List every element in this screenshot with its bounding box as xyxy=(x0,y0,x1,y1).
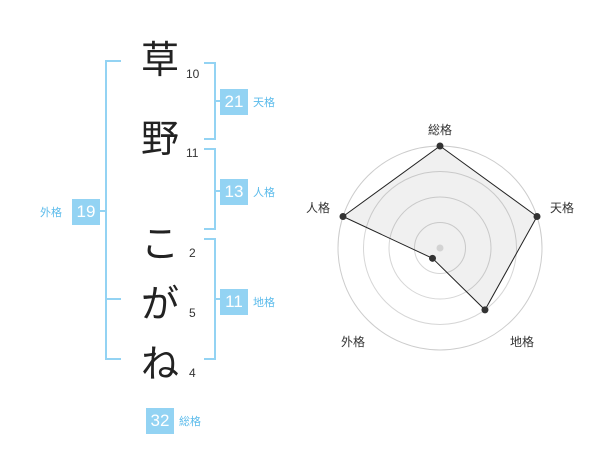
gaikaku-inner-tick xyxy=(105,298,121,300)
name-char-3: こ xyxy=(140,222,179,266)
radar-point-5 xyxy=(339,212,347,220)
radar-axis-label-gaikaku: 外格 xyxy=(341,334,365,349)
radar-point-2 xyxy=(533,212,541,220)
fortune-radar-chart: 総格 天格 地格 外格 人格 xyxy=(306,122,574,351)
radar-ring xyxy=(363,171,517,325)
stroke-count-2: 11 xyxy=(186,146,199,160)
tenkaku-value: 21 xyxy=(220,89,248,115)
radar-point-1 xyxy=(436,142,444,150)
tenkaku-bracket-tick xyxy=(216,100,220,102)
jinkaku-value: 13 xyxy=(220,179,248,205)
name-char-2: 野 xyxy=(140,117,179,161)
radar-axis-label-jinkaku: 人格 xyxy=(306,200,330,215)
soukaku-value: 32 xyxy=(146,408,174,434)
chikaku-value: 11 xyxy=(220,289,248,315)
chikaku-bracket-tick xyxy=(216,298,220,300)
soukaku-label: 総格 xyxy=(179,415,201,428)
jinkaku-bracket-tick xyxy=(216,190,220,192)
radar-data-polygon xyxy=(342,145,538,311)
name-char-1: 草 xyxy=(140,38,179,82)
gaikaku-bracket xyxy=(105,60,121,360)
stroke-count-3: 2 xyxy=(189,246,196,260)
name-char-5: ね xyxy=(140,342,179,386)
tenkaku-bracket xyxy=(204,62,216,140)
name-char-4: が xyxy=(140,282,179,326)
gaikaku-bracket-tick xyxy=(100,210,105,212)
jinkaku-bracket xyxy=(204,148,216,230)
radar-axis-label-soukaku: 総格 xyxy=(428,122,452,137)
radar-axis-label-tenkaku: 天格 xyxy=(550,200,574,215)
stroke-count-4: 5 xyxy=(189,306,196,320)
jinkaku-label: 人格 xyxy=(253,186,275,199)
radar-point-3 xyxy=(481,306,489,314)
stroke-count-5: 4 xyxy=(189,366,196,380)
radar-ring xyxy=(388,196,492,300)
radar-point-4 xyxy=(429,254,437,262)
stroke-count-1: 10 xyxy=(186,67,200,81)
chikaku-label: 地格 xyxy=(253,296,275,309)
radar-axis-label-chikaku: 地格 xyxy=(510,334,534,349)
gaikaku-value: 19 xyxy=(72,199,100,225)
radar-ring xyxy=(414,222,466,274)
chikaku-bracket xyxy=(204,238,216,360)
tenkaku-label: 天格 xyxy=(253,96,275,109)
gaikaku-label: 外格 xyxy=(40,206,62,219)
radar-center-dot xyxy=(436,244,444,252)
